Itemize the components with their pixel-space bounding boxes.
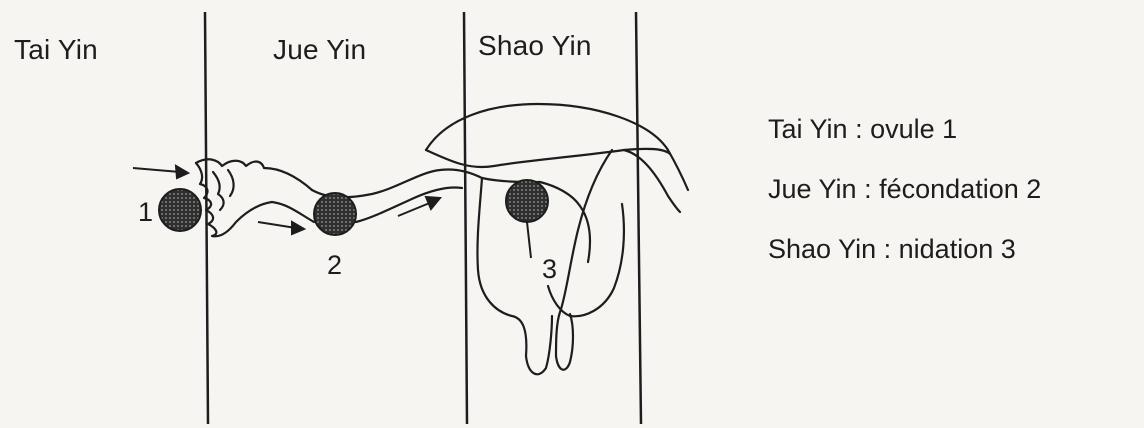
egg-3 xyxy=(506,180,548,222)
fallopian-tube xyxy=(196,159,540,236)
arrow-entry-head xyxy=(176,166,188,178)
legend-separator: : xyxy=(855,114,863,144)
arrow-tube xyxy=(258,222,296,228)
legend-stage: nidation xyxy=(899,234,994,264)
zone-label-jue-yin: Jue Yin xyxy=(273,34,366,66)
arrow-tube-head xyxy=(292,222,304,234)
divider-line xyxy=(464,12,467,424)
marker-2: 2 xyxy=(327,250,342,281)
arrow-uterus-head xyxy=(426,197,440,209)
marker-3: 3 xyxy=(542,254,557,285)
egg-1 xyxy=(159,189,201,231)
legend-stage: ovule xyxy=(870,114,935,144)
legend-zone: Jue Yin xyxy=(768,174,857,204)
legend-item-jue-yin: Jue Yin : fécondation 2 xyxy=(768,174,1041,205)
egg-3-stalk xyxy=(527,222,531,258)
arrow-entry xyxy=(133,168,180,172)
legend-number: 1 xyxy=(942,114,957,144)
egg-2 xyxy=(314,193,356,235)
legend-number: 2 xyxy=(1026,174,1041,204)
legend-item-tai-yin: Tai Yin : ovule 1 xyxy=(768,114,957,145)
legend-separator: : xyxy=(864,174,872,204)
divider-line xyxy=(636,12,641,424)
zone-label-tai-yin: Tai Yin xyxy=(14,34,98,66)
divider-line xyxy=(205,12,208,424)
zone-label-shao-yin: Shao Yin xyxy=(478,30,592,62)
legend-zone: Tai Yin xyxy=(768,114,848,144)
legend-number: 3 xyxy=(1001,234,1016,264)
marker-1: 1 xyxy=(138,197,153,228)
legend-separator: : xyxy=(884,234,892,264)
legend-zone: Shao Yin xyxy=(768,234,876,264)
legend-item-shao-yin: Shao Yin : nidation 3 xyxy=(768,234,1016,265)
legend-stage: fécondation xyxy=(879,174,1019,204)
